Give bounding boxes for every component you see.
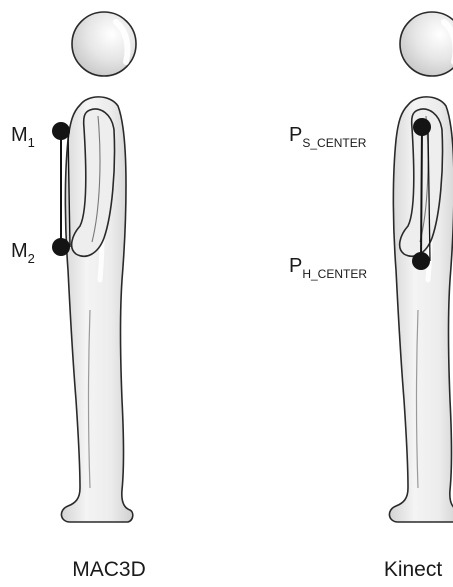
label-m1: M1 xyxy=(11,124,35,150)
marker-m2 xyxy=(52,238,70,256)
label-hip-center: PH_CENTER xyxy=(289,255,367,281)
caption-mac3d: MAC3D xyxy=(72,558,146,581)
caption-kinect: Kinect xyxy=(384,558,443,581)
joint-shoulder-center xyxy=(413,118,431,136)
label-m2: M2 xyxy=(11,240,35,266)
joint-connector-right xyxy=(421,127,422,261)
mannequin-left xyxy=(61,12,136,522)
joint-hip-center xyxy=(412,252,430,270)
marker-m1 xyxy=(52,122,70,140)
label-shoulder-center: PS_CENTER xyxy=(289,124,367,150)
